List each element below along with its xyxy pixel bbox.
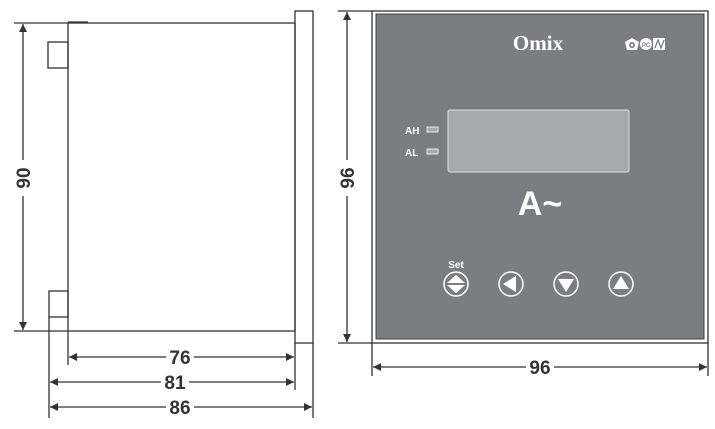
front-panel [375,13,705,340]
triangle-down-icon [558,279,574,292]
led-al [426,148,439,155]
mount-clip-top [47,41,69,69]
indicator-label-ah: AH [405,126,419,137]
set-label: Set [448,260,464,271]
dim-label-96-width: 96 [529,358,550,379]
dim-label-86: 86 [169,398,190,419]
gost-pentagon-icon [625,38,639,50]
side-view: 90 76 81 86 [14,10,314,419]
set-button[interactable] [443,271,469,297]
up-down-icon [447,275,465,293]
housing-body [67,22,296,332]
dim-label-96-height: 96 [338,167,359,188]
down-button[interactable] [553,271,579,297]
left-button[interactable] [498,271,524,297]
dimension-front-height-96: 96 [338,12,359,342]
dim-label-76: 76 [169,348,190,369]
svg-text:PC: PC [642,43,651,49]
dimension-depth-81: 81 [50,373,294,394]
dimension-depth-86: 86 [50,398,312,419]
up-button[interactable] [608,271,634,297]
led-display [447,109,630,173]
dimension-depth-76: 76 [69,348,294,369]
rst-mark-icon: PC [640,38,652,50]
led-ah [426,126,439,133]
unit-label: A~ [518,185,562,223]
brand-logo: Omix [513,31,564,55]
dim-label-81: 81 [164,373,186,394]
dimension-height-90: 90 [14,24,35,330]
metrology-mark-icon [653,38,665,50]
indicator-label-al: AL [405,148,418,159]
mount-clip-bottom [48,290,69,318]
triangle-left-icon [503,276,516,292]
dim-label-90: 90 [14,167,35,188]
dimension-front-width-96: 96 [373,358,707,379]
front-view: Omix PC AH AL A~ Set [338,10,709,379]
triangle-up-icon [613,276,629,289]
front-bezel [294,10,314,344]
